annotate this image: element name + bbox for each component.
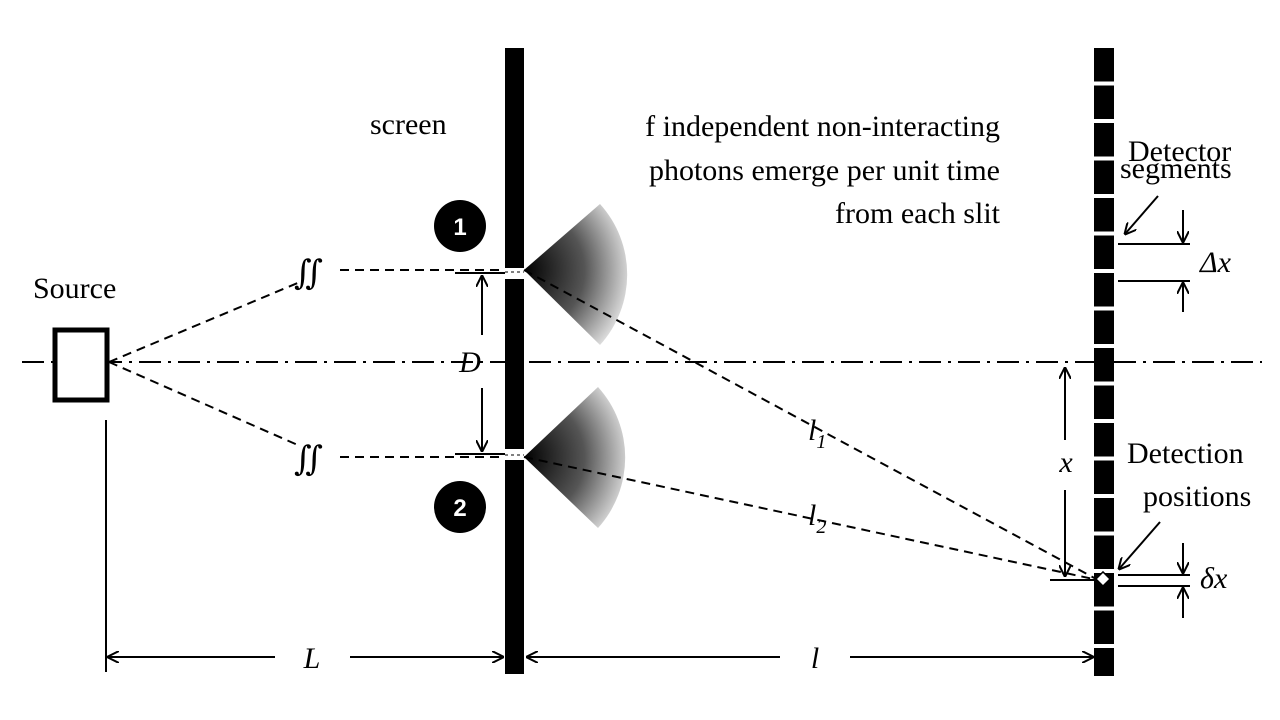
detection-positions-label-line-1: Detection xyxy=(1127,437,1244,470)
detector-segment xyxy=(1094,648,1114,676)
detector-segment xyxy=(1094,123,1114,157)
detector-segments-pointer xyxy=(1125,195,1159,234)
integral-symbol-top: ∬ xyxy=(294,255,323,292)
screen-upper-segment xyxy=(505,48,524,268)
delta-x-label: Δx xyxy=(1199,246,1232,279)
small-delta-x-label: δx xyxy=(1200,562,1228,595)
detection-positions-label-line-2: positions xyxy=(1143,480,1251,513)
photon-description-line-1: f independent non-interacting xyxy=(645,110,1000,143)
emission-fan-slit-2 xyxy=(524,387,626,528)
path-l1 xyxy=(523,269,1099,581)
x-distance-label: x xyxy=(1058,446,1073,479)
detector-segment xyxy=(1094,85,1114,119)
slit-2-badge xyxy=(434,481,486,533)
slit-separation-label: D xyxy=(458,346,481,379)
detection-positions-pointer xyxy=(1119,521,1161,569)
photon-description-line-2: photons emerge per unit time xyxy=(649,154,1000,187)
detector-segment xyxy=(1094,498,1114,532)
integral-symbol-bottom: ∬ xyxy=(294,441,323,478)
screen-label: screen xyxy=(370,108,447,141)
ray-source-bottom xyxy=(108,361,301,447)
screen-middle-segment xyxy=(505,279,524,449)
detector-segment xyxy=(1094,273,1114,307)
detector-segment xyxy=(1094,423,1114,457)
slit-2-number: 2 xyxy=(453,495,466,522)
detector-segment xyxy=(1094,385,1114,419)
distance-L-label: L xyxy=(303,642,321,675)
detector-segments-label-line-1: Detector xyxy=(1128,135,1231,168)
detector-segment xyxy=(1094,535,1114,569)
screen-lower-segment xyxy=(505,460,524,674)
source-box xyxy=(52,327,110,403)
detector-segment xyxy=(1094,235,1114,269)
path-l2 xyxy=(523,456,1099,581)
detector-segment xyxy=(1094,460,1114,494)
detector-strip xyxy=(1094,48,1114,676)
distance-l-label: l xyxy=(811,642,819,675)
emission-fan-slit-1 xyxy=(524,204,628,345)
source-label: Source xyxy=(33,272,116,305)
detector-segment xyxy=(1094,610,1114,644)
detector-segment xyxy=(1094,198,1114,232)
detector-segment xyxy=(1094,160,1114,194)
slit-1-badge xyxy=(434,200,486,252)
slit-1-number: 1 xyxy=(453,214,466,241)
detection-point-marker xyxy=(1094,570,1112,588)
detector-segment xyxy=(1094,348,1114,382)
photon-description-line-3: from each slit xyxy=(835,197,1001,230)
detector-segments-label-line-2-visible: segments xyxy=(1120,152,1232,185)
path-l2-label: l2 xyxy=(808,499,826,538)
path-l1-label: l1 xyxy=(808,414,826,453)
detector-segment xyxy=(1094,48,1114,82)
detector-segment xyxy=(1094,310,1114,344)
ray-source-top xyxy=(108,281,301,363)
